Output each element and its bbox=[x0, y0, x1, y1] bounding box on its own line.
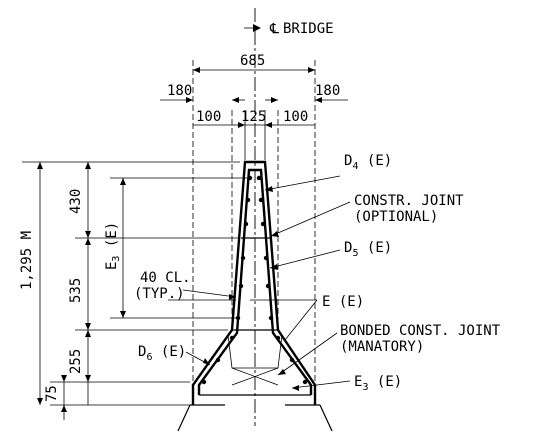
top-dimensions bbox=[160, 67, 348, 128]
label-constr-joint: CONSTR. JOINT bbox=[354, 193, 464, 209]
dim-side-offset-left: 180 bbox=[167, 83, 192, 99]
label-e3: E3 (E) bbox=[354, 374, 402, 393]
dim-base-height: 75 bbox=[44, 385, 60, 402]
label-d5: D5 (E) bbox=[344, 240, 392, 259]
dim-rebar-span: E3 (E) bbox=[104, 222, 122, 270]
bridge-centerline bbox=[244, 8, 261, 426]
label-constr-joint-optional: (OPTIONAL) bbox=[354, 209, 438, 225]
left-dimensions bbox=[22, 161, 248, 420]
label-bonded-joint-mandatory: (MANATORY) bbox=[340, 339, 424, 355]
centerline-label: ℄BRIDGE bbox=[269, 21, 334, 37]
label-cover-typ: (TYP.) bbox=[134, 286, 185, 302]
dim-upper-height: 430 bbox=[68, 189, 84, 214]
label-d6: D6 (E) bbox=[138, 344, 186, 363]
label-d4: D4 (E) bbox=[344, 153, 392, 172]
dim-inner-left: 100 bbox=[196, 109, 221, 125]
label-cover: 40 CL. bbox=[140, 270, 191, 286]
barrier-outline bbox=[177, 160, 333, 432]
dim-side-offset-right: 180 bbox=[315, 83, 340, 99]
extension-lines bbox=[192, 60, 316, 385]
dim-inner-right: 100 bbox=[283, 109, 308, 125]
callout-leaders bbox=[168, 175, 351, 391]
dim-middle-height: 535 bbox=[68, 278, 84, 303]
dim-overall-width: 685 bbox=[240, 53, 265, 69]
reinforcement bbox=[197, 168, 313, 396]
dim-lower-height: 255 bbox=[68, 349, 84, 374]
label-e: E (E) bbox=[322, 294, 364, 310]
label-bonded-joint: BONDED CONST. JOINT bbox=[340, 323, 501, 339]
dim-total-height: 1,295 M bbox=[19, 231, 35, 290]
dim-top-width: 125 bbox=[241, 109, 266, 125]
